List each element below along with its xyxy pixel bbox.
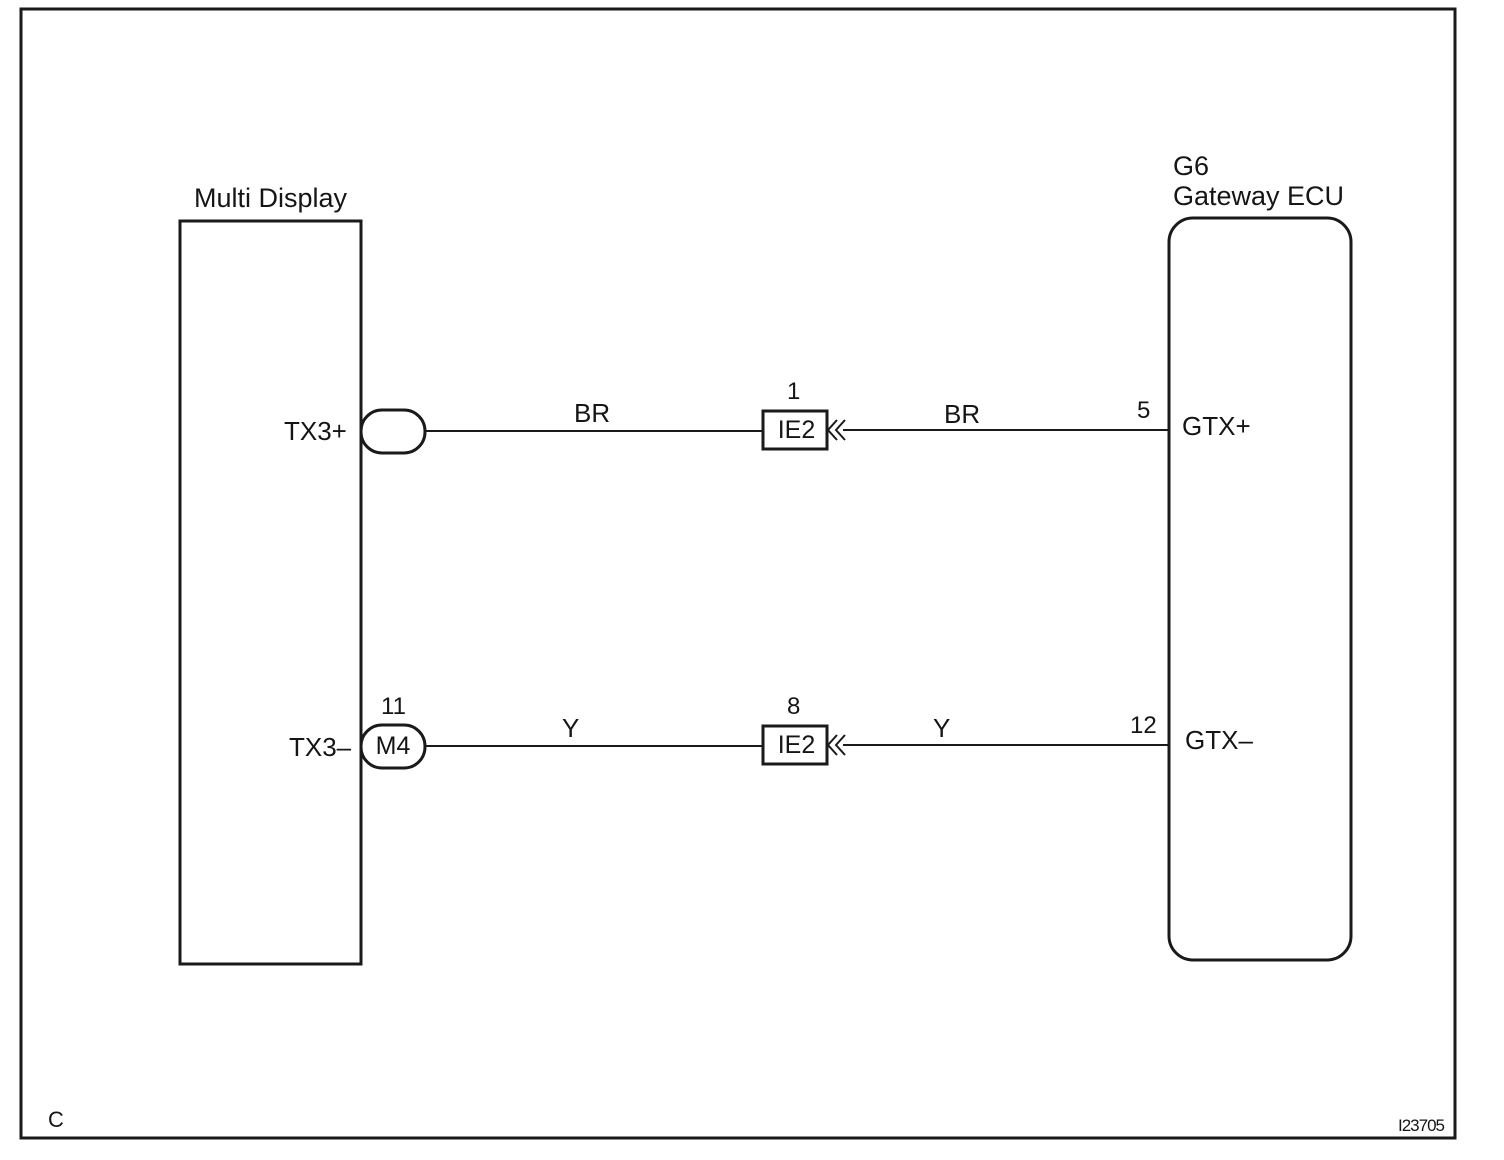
ecu-code-label: G6	[1173, 151, 1210, 181]
outer-frame	[19, 7, 1457, 1140]
tx3-plus-connector	[359, 408, 427, 455]
wire-color-br-right: BR	[944, 399, 981, 429]
chevron-bottom-icon	[826, 734, 846, 756]
wire-color-y-right: Y	[933, 713, 951, 743]
ecu-pin-5: 5	[1137, 397, 1151, 424]
wire-color-y-left: Y	[562, 713, 580, 743]
chevron-top-icon	[826, 419, 846, 441]
corner-letter: C	[48, 1107, 64, 1132]
gtx-plus-pin-name: GTX+	[1182, 411, 1251, 441]
wire-color-br-left: BR	[574, 398, 611, 428]
gtx-minus-pin-name: GTX–	[1185, 725, 1253, 755]
multi-display-box	[178, 219, 363, 966]
tx3-minus-pin-name: TX3–	[289, 732, 352, 762]
junction-ie2-bottom-label: IE2	[777, 731, 816, 759]
ecu-name-title: Gateway ECU	[1173, 181, 1345, 211]
connector-m4-label: M4	[375, 732, 411, 760]
tx3-plus-pin-name: TX3+	[284, 416, 347, 446]
figure-id: I23705	[1398, 1116, 1445, 1135]
junction-pin-1: 1	[787, 378, 801, 405]
gateway-ecu-box	[1167, 216, 1353, 962]
ecu-pin-12: 12	[1130, 712, 1157, 739]
junction-ie2-top-label: IE2	[777, 416, 816, 444]
junction-ie2-top-box	[761, 409, 829, 451]
junction-pin-8: 8	[787, 693, 801, 720]
display-pin-11: 11	[381, 693, 406, 720]
multi-display-title: Multi Display	[194, 183, 348, 213]
